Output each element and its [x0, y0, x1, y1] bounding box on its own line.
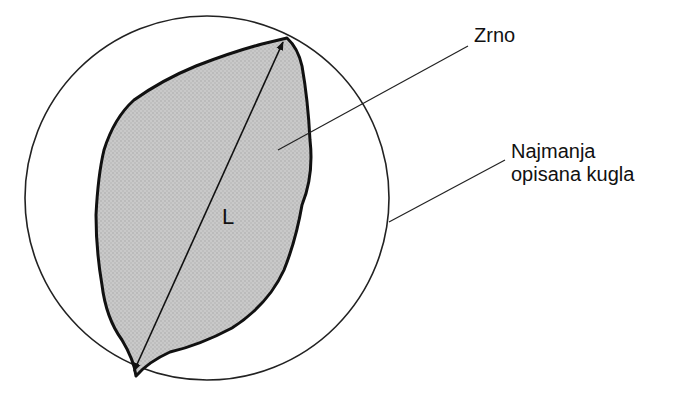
leader-line [278, 46, 468, 150]
length-dimension [134, 42, 283, 371]
part-label: Zrno [474, 24, 515, 47]
circumscribed-sphere [25, 16, 389, 380]
part-label: Najmanja opisana kugla [511, 140, 661, 186]
leader-line [389, 160, 505, 222]
dimension-label: L [222, 204, 234, 229]
grain-shape [96, 38, 311, 376]
